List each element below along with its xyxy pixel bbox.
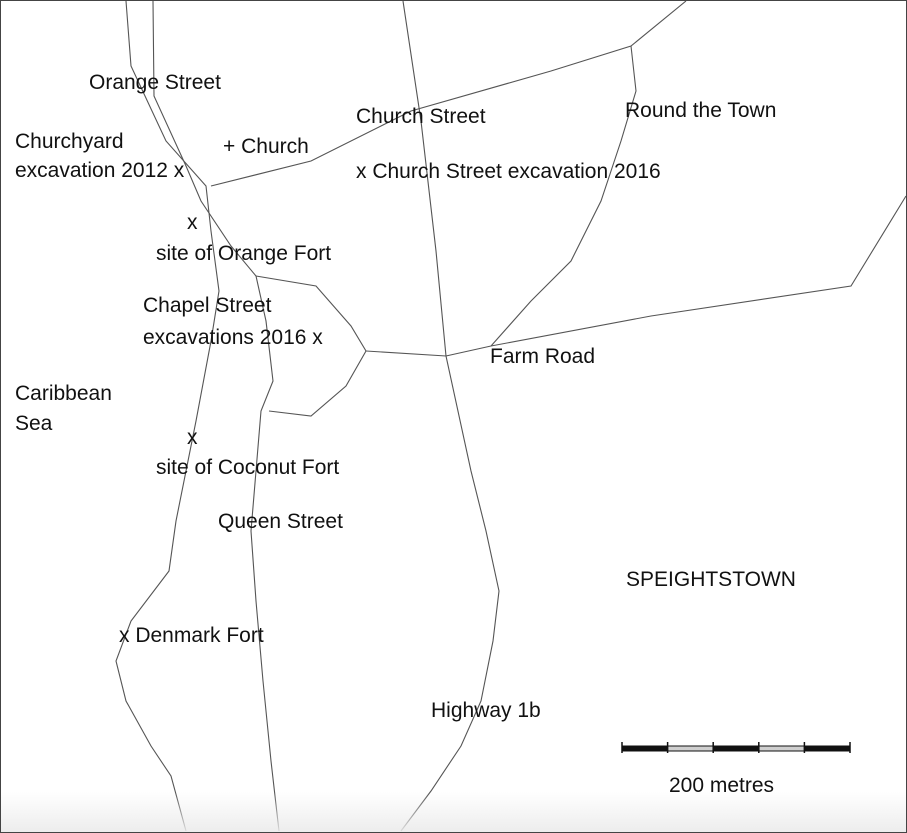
farm-road-road [365, 195, 906, 357]
label-orange-fort: site of Orange Fort [156, 242, 332, 265]
label-church: + Church [223, 135, 309, 158]
label-sea-line2: Sea [15, 412, 53, 435]
label-round-the-town: Round the Town [625, 99, 777, 122]
scale-segment [758, 745, 805, 752]
label-farm-road: Farm Road [490, 345, 596, 368]
label-churchyard-line2: excavation 2012 x [15, 159, 185, 182]
highway-1b-road [400, 1, 500, 832]
label-orange-street: Orange Street [89, 71, 221, 94]
scale-segment [712, 745, 760, 752]
label-coconut-fort: site of Coconut Fort [156, 456, 340, 479]
label-highway-1b: Highway 1b [431, 699, 541, 722]
label-denmark-fort: x Denmark Fort [119, 624, 264, 647]
label-town: SPEIGHTSTOWN [626, 568, 796, 591]
chapel-street-loop [255, 275, 367, 417]
marker-orange-fort: x [187, 211, 198, 234]
church-street-road [210, 1, 687, 187]
orange-street-road [152, 1, 280, 832]
label-church-street-excavation: x Church Street excavation 2016 [356, 160, 661, 183]
label-chapel-street-line2: excavations 2016 x [143, 326, 323, 349]
label-sea-line1: Caribbean [15, 382, 112, 405]
scale-segment [621, 745, 669, 752]
marker-coconut-fort: x [187, 426, 198, 449]
scale-bar-graphic [621, 742, 851, 753]
scale-bar: 200 metres [621, 741, 853, 797]
label-chapel-street-line1: Chapel Street [143, 294, 272, 317]
coast-road [115, 1, 220, 832]
label-queen-street: Queen Street [218, 510, 343, 533]
scale-segment [803, 745, 851, 752]
scale-segment [667, 745, 714, 752]
label-churchyard-line1: Churchyard [15, 130, 124, 153]
scale-label: 200 metres [669, 774, 775, 797]
label-church-street: Church Street [356, 105, 486, 128]
round-the-town-road [490, 45, 637, 347]
